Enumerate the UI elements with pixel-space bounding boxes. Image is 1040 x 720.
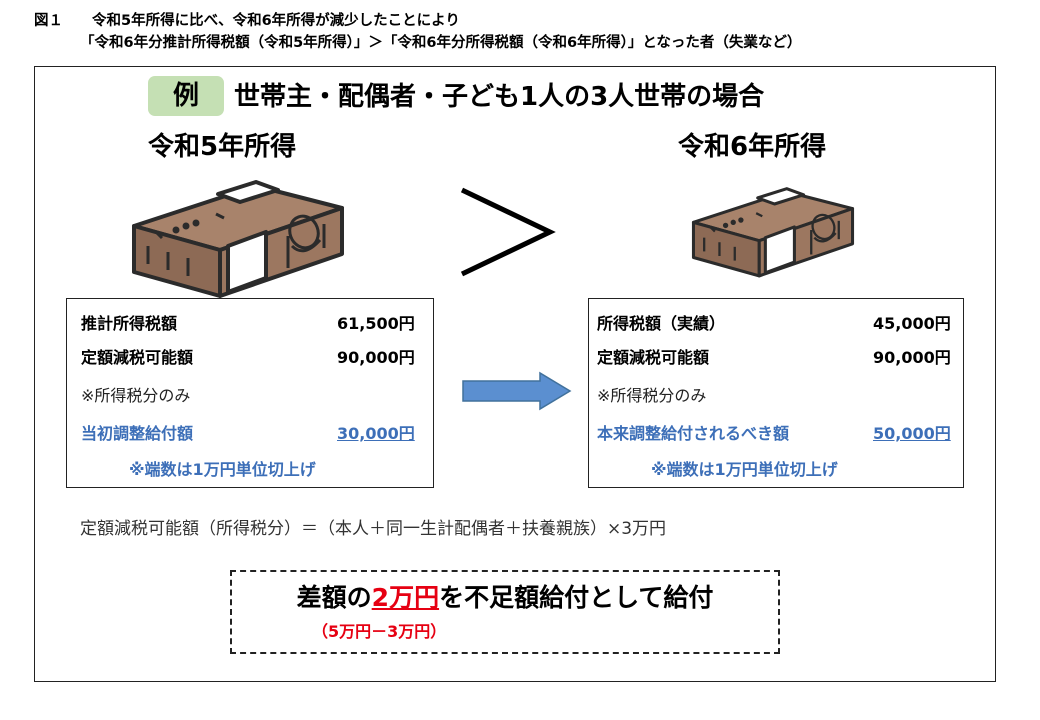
right-rounding-note: ※端数は1万円単位切上げ <box>651 460 838 479</box>
scenario-title: 世帯主・配偶者・子ども1人の3人世帯の場合 <box>234 82 765 112</box>
left-row-1-label: 推計所得税額 <box>81 314 178 333</box>
left-info-box: 推計所得税額 61,500円 定額減税可能額 90,000円 ※所得税分のみ 当… <box>66 298 434 488</box>
left-row-2-value: 90,000円 <box>337 348 415 367</box>
left-year-title: 令和5年所得 <box>148 132 297 162</box>
right-info-box: 所得税額（実績） 45,000円 定額減税可能額 90,000円 ※所得税分のみ… <box>588 298 964 488</box>
figure-caption-line2: 「令和6年分推計所得税額（令和5年所得）」＞「令和6年分所得税額（令和6年所得）… <box>80 35 802 51</box>
figure-caption-line1: 令和5年所得に比べ、令和6年所得が減少したことにより <box>92 13 460 29</box>
right-row-2-label: 定額減税可能額 <box>597 348 710 367</box>
result-amount: 2万円 <box>371 583 440 612</box>
right-row-1-label: 所得税額（実績） <box>597 314 726 333</box>
money-stack-icon <box>132 180 344 298</box>
left-row-2-label: 定額減税可能額 <box>81 348 194 367</box>
formula-text: 定額減税可能額（所得税分）＝（本人＋同一生計配偶者＋扶養親族）×3万円 <box>80 519 667 539</box>
right-note: ※所得税分のみ <box>597 386 707 405</box>
right-row-1-value: 45,000円 <box>873 314 951 333</box>
right-row-2-value: 90,000円 <box>873 348 951 367</box>
left-note: ※所得税分のみ <box>81 386 191 405</box>
left-highlight-value: 30,000円 <box>337 424 415 443</box>
figure-caption: 図１ 令和5年所得に比べ、令和6年所得が減少したことにより 「令和6年分推計所得税… <box>34 10 801 54</box>
right-arrow-icon <box>462 371 572 411</box>
money-stack-icon <box>691 187 855 278</box>
result-box: 差額の2万円を不足額給付として給付 （5万円－3万円） <box>230 570 780 654</box>
result-prefix: 差額の <box>296 583 372 612</box>
example-badge: 例 <box>148 76 224 116</box>
result-suffix: を不足額給付として給付 <box>439 583 714 612</box>
result-statement: 差額の2万円を不足額給付として給付 <box>232 580 778 616</box>
figure-number: 図１ <box>34 13 63 29</box>
left-highlight-label: 当初調整給付額 <box>81 424 194 443</box>
right-highlight-label: 本来調整給付されるべき額 <box>597 424 790 443</box>
right-year-title: 令和6年所得 <box>678 132 827 162</box>
result-calculation: （5万円－3万円） <box>312 622 447 641</box>
left-rounding-note: ※端数は1万円単位切上げ <box>129 460 316 479</box>
greater-than-icon <box>460 187 556 277</box>
right-highlight-value: 50,000円 <box>873 424 951 443</box>
diagram-frame <box>34 66 996 682</box>
left-row-1-value: 61,500円 <box>337 314 415 333</box>
